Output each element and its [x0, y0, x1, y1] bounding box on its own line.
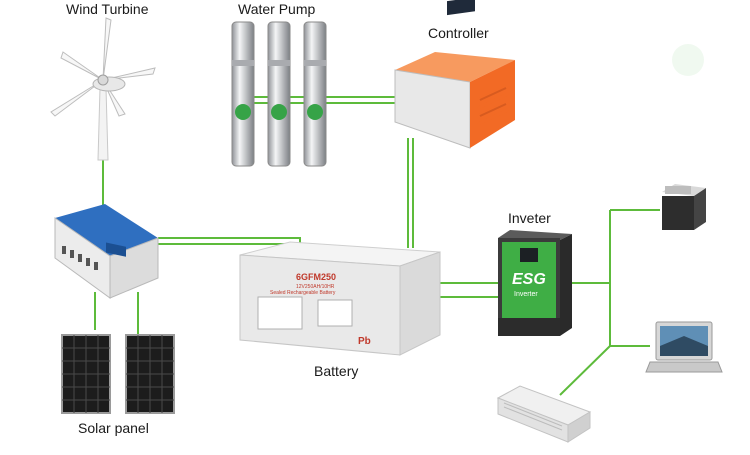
label-inverter: Inveter — [508, 210, 551, 226]
battery-spec: 12V250AH/10HR — [296, 284, 335, 290]
water-pump-2 — [267, 21, 291, 167]
wind-turbine — [50, 17, 156, 161]
hybrid-controller — [54, 204, 159, 299]
laptop — [645, 321, 723, 373]
brand-watermark — [672, 44, 704, 76]
solar-panels — [61, 334, 175, 414]
battery-type: Sealed Rechargeable Battery — [270, 290, 336, 296]
water-pumps — [231, 21, 327, 167]
battery-chem-mark: Pb — [358, 336, 371, 347]
label-wind-turbine: Wind Turbine — [66, 1, 149, 17]
battery: 6GFM250 12V250AH/10HR Sealed Rechargeabl… — [239, 241, 441, 356]
water-pump-1 — [231, 21, 255, 167]
label-solar-panel: Solar panel — [78, 420, 149, 436]
solar-panel-1 — [61, 334, 111, 414]
solar-panel-2 — [125, 334, 175, 414]
inverter-caption: Inverter — [514, 291, 538, 298]
pump-controller — [394, 0, 515, 149]
mini-fridge — [662, 184, 706, 230]
battery-model: 6GFM250 — [296, 272, 336, 282]
inverter-logo: ESG — [512, 271, 546, 288]
air-conditioner — [496, 385, 592, 443]
water-pump-3 — [303, 21, 327, 167]
label-water-pump: Water Pump — [238, 1, 316, 17]
inverter: ESG Inverter — [498, 230, 572, 336]
label-controller: Controller — [428, 25, 489, 41]
label-battery: Battery — [314, 363, 359, 379]
